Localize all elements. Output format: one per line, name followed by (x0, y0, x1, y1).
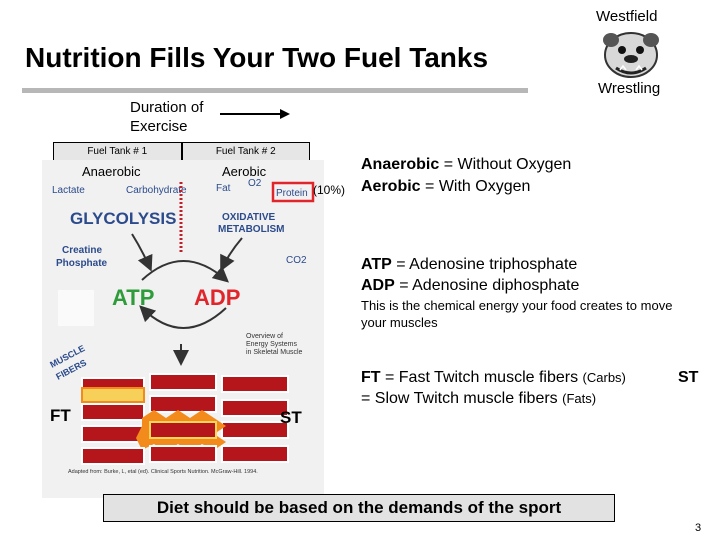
anaerobic-tank-type: Anaerobic (82, 164, 141, 179)
anaerobic-definition: Anaerobic = Without Oxygen (361, 156, 571, 174)
title-underline (22, 88, 528, 93)
diet-callout: Diet should be based on the demands of t… (103, 494, 615, 522)
duration-line-1: Duration of (130, 99, 204, 116)
adp-meaning: = Adenosine diphosphate (394, 277, 580, 294)
atp-meaning: = Adenosine triphosphate (391, 256, 578, 273)
ft-meaning: = Fast Twitch muscle fibers (380, 369, 583, 386)
diagram-blank-box (58, 290, 94, 326)
energy-systems-diagram: Anaerobic Aerobic Lactate Carbohydrate F… (42, 160, 324, 498)
glycolysis-arrow (131, 233, 153, 272)
st-fuel-note: (Fats) (562, 391, 597, 406)
protein-label: Protein (276, 188, 308, 199)
muscle-fiber (221, 421, 289, 439)
muscle-fiber (149, 373, 217, 391)
fuel-tank-header: Fuel Tank # 1 Fuel Tank # 2 (53, 142, 310, 162)
carbohydrate-label: Carbohydrate (126, 185, 187, 196)
energy-diagram-svg: Anaerobic Aerobic Lactate Carbohydrate F… (48, 164, 315, 475)
muscle-fiber (81, 447, 145, 465)
muscle-fiber-bundle (81, 373, 289, 465)
st-term: ST (678, 369, 699, 386)
atp-term: ATP (361, 256, 392, 273)
oxidative-label-1: OXIDATIVE (222, 212, 275, 223)
atp-definition: ATP = Adenosine triphosphate (361, 256, 577, 274)
muscle-fiber (81, 403, 145, 421)
glycolysis-label: GLYCOLYSIS (70, 209, 176, 228)
slide-title: Nutrition Fills Your Two Fuel Tanks (25, 42, 489, 73)
lactate-label: Lactate (52, 185, 85, 196)
ft-fuel-note: (Carbs) (582, 370, 626, 385)
oxidative-label-2: METABOLISM (218, 224, 284, 235)
fuel-tank-1-label: Fuel Tank # 1 (53, 142, 182, 162)
anaerobic-term: Anaerobic (361, 156, 440, 173)
aerobic-tank-type: Aerobic (222, 164, 267, 179)
anaerobic-meaning: = Without Oxygen (439, 156, 572, 173)
aerobic-term: Aerobic (361, 178, 421, 195)
muscle-fiber (221, 399, 289, 417)
adp-label: ADP (194, 285, 240, 310)
brand-bottom-text: Wrestling (598, 80, 661, 97)
page-number: 3 (695, 522, 702, 534)
muscle-fiber (221, 445, 289, 463)
cycle-arrow-top (141, 260, 229, 283)
overview-label-3: in Skeletal Muscle (246, 349, 303, 356)
ft-term: FT (361, 369, 381, 386)
adp-definition: ADP = Adenosine diphosphate (361, 277, 579, 295)
ft-diagram-label: FT (50, 406, 71, 425)
creatine-label-1: Creatine (62, 245, 102, 256)
st-meaning: = Slow Twitch muscle fibers (361, 390, 563, 407)
duration-arrow-icon (220, 109, 290, 119)
overview-label-2: Energy Systems (246, 341, 297, 348)
aerobic-meaning: = With Oxygen (420, 178, 531, 195)
brand-top-text: Westfield (596, 8, 658, 25)
muscle-fiber (149, 395, 217, 413)
muscle-fiber (81, 387, 145, 403)
aerobic-definition: Aerobic = With Oxygen (361, 178, 530, 196)
muscle-fiber (149, 445, 217, 463)
duration-label: Duration of Exercise (130, 98, 203, 136)
st-diagram-label: ST (280, 408, 302, 427)
muscle-fiber (221, 375, 289, 393)
atp-label: ATP (112, 285, 154, 310)
creatine-label-2: Phosphate (56, 258, 108, 269)
o2-label: O2 (248, 178, 262, 189)
protein-percent-label: (10%) (313, 183, 346, 197)
st-term-wrap: ST (678, 369, 698, 387)
muscle-fiber (81, 425, 145, 443)
cycle-arrow-bottom (139, 305, 227, 329)
bulldog-mascot-icon (603, 32, 659, 78)
st-definition: = Slow Twitch muscle fibers (Fats) (361, 390, 596, 408)
muscle-fiber (149, 421, 217, 439)
energy-note: This is the chemical energy your food cr… (361, 298, 673, 330)
diagram-credit: Adapted from: Burke, L, etal (ed). Clini… (68, 469, 258, 475)
overview-label-1: Overview of (246, 333, 283, 340)
protein-highlight-box (271, 181, 315, 203)
duration-line-2: Exercise (130, 118, 188, 135)
co2-label: CO2 (286, 255, 307, 266)
fuel-tank-2-label: Fuel Tank # 2 (181, 142, 310, 162)
adp-term: ADP (361, 277, 395, 294)
ft-definition: FT = Fast Twitch muscle fibers (Carbs) (361, 369, 626, 387)
oxidative-arrow (220, 237, 243, 272)
fat-label: Fat (216, 183, 231, 194)
